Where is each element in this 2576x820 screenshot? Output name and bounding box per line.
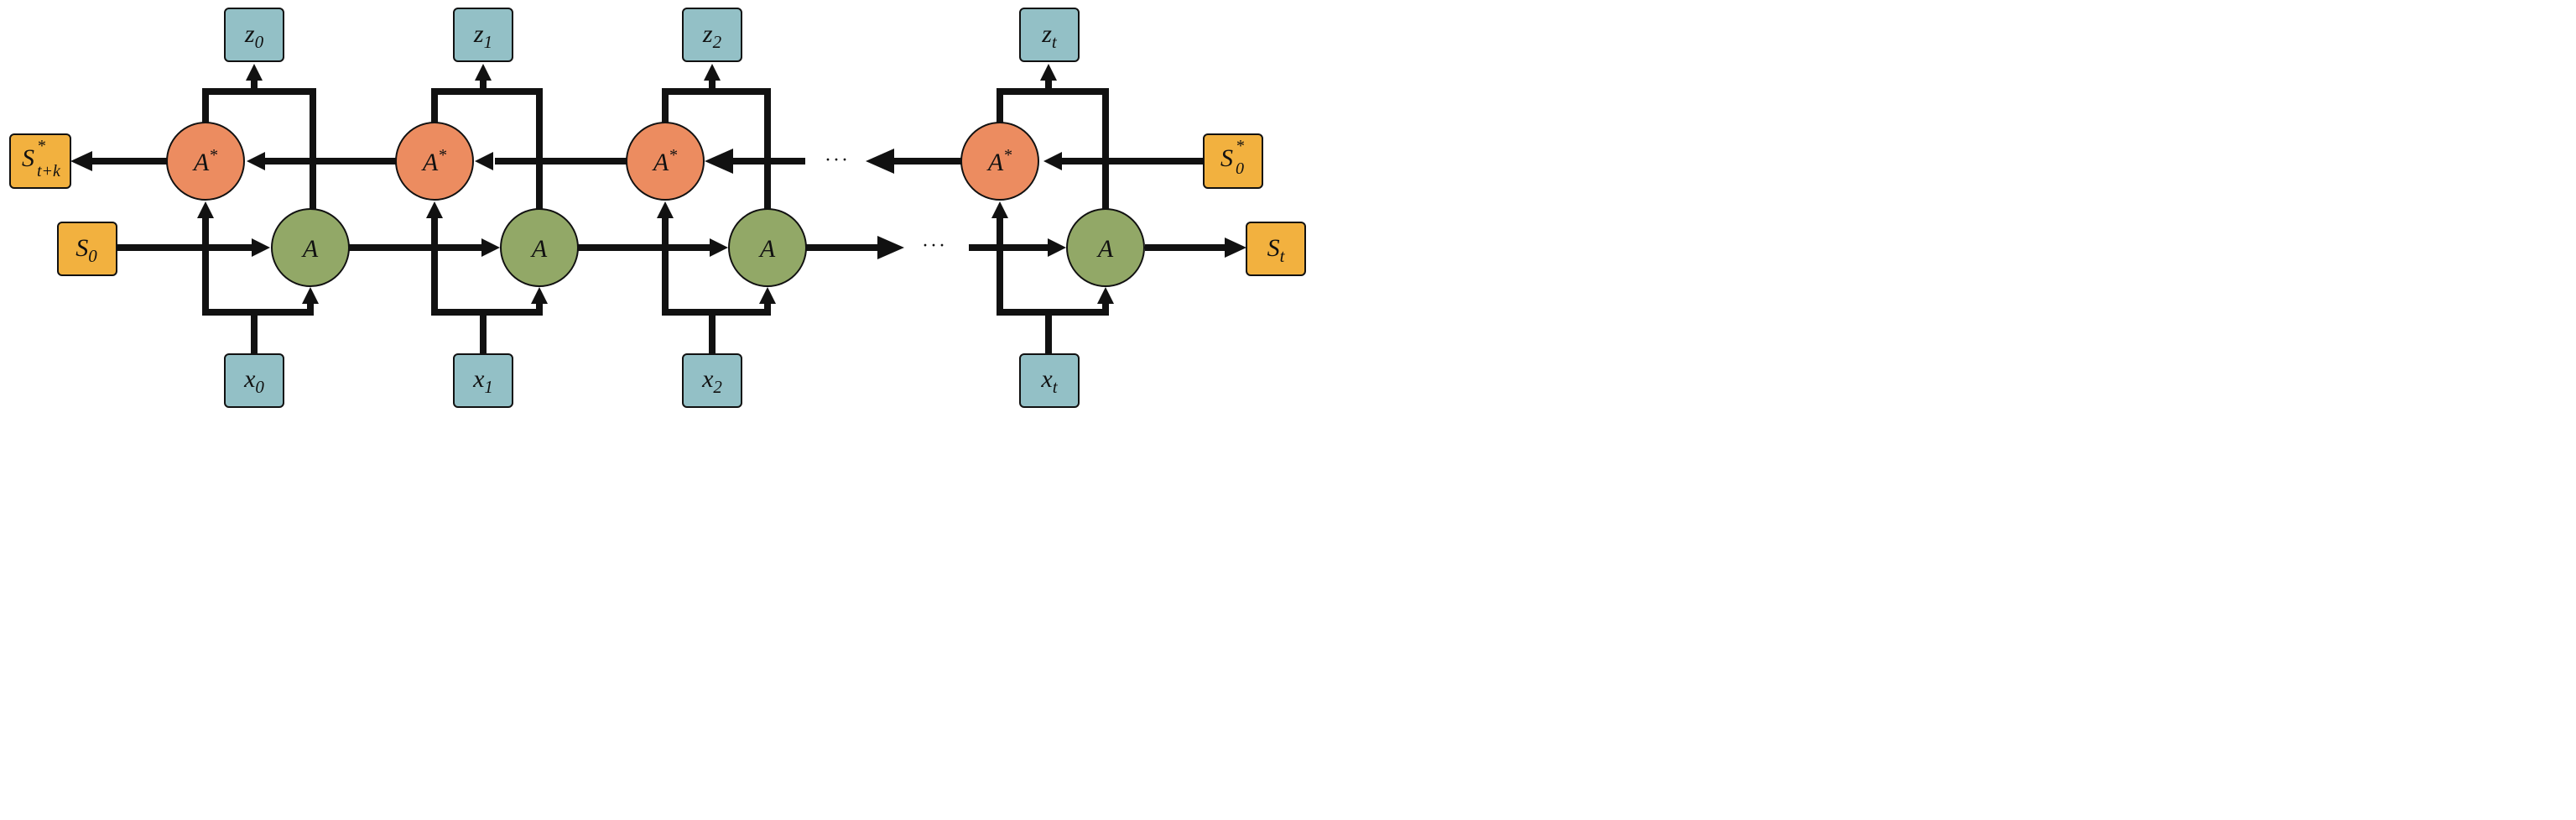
arrow-right-at	[1048, 238, 1066, 257]
output-label-0: z0	[244, 20, 264, 52]
state-boxes: S*t+k S0 S*0 St	[9, 133, 1306, 276]
forward-final-state-box	[1246, 222, 1306, 276]
forward-initial-state-label: S0	[75, 234, 97, 266]
output-merge-line-2	[662, 88, 771, 210]
arrow-up-output-2	[704, 64, 721, 81]
input-split-line-0	[202, 217, 314, 316]
backward-ellipsis: ···	[825, 149, 850, 171]
input-box-0	[224, 353, 284, 408]
arrow-right-a2	[710, 238, 728, 257]
arrow-up-output-t	[1040, 64, 1057, 81]
arrow-up-forward-0	[302, 287, 319, 304]
input-split-line-2	[662, 217, 771, 316]
output-label-2: z2	[702, 20, 722, 52]
output-label-1: z1	[473, 20, 492, 52]
forward-initial-state-box	[57, 222, 117, 276]
arrowheads	[70, 64, 1246, 304]
input-label-1: x1	[472, 365, 493, 397]
input-label-t: xt	[1040, 365, 1058, 397]
backward-cell-label-1: A*	[421, 146, 446, 176]
arrow-right-dots	[877, 236, 904, 259]
arrow-right-st	[1225, 238, 1246, 258]
arrow-left-stk	[70, 151, 92, 171]
input-label-0: x0	[243, 365, 264, 397]
forward-cell-1	[500, 208, 579, 287]
input-split-line-t	[997, 217, 1109, 316]
connection-lines	[88, 76, 1230, 354]
backward-final-state-label: S*t+k	[22, 137, 61, 180]
backward-cell-label-2: A*	[652, 146, 677, 176]
forward-cell-label-0: A	[301, 235, 319, 263]
input-box-2	[682, 353, 742, 408]
column-t: zt A* A xt	[960, 8, 1145, 408]
output-box-0	[224, 8, 284, 62]
column-2: z2 A* A x2	[626, 8, 807, 408]
input-box-1	[453, 353, 513, 408]
output-label-t: zt	[1041, 20, 1058, 52]
input-label-2: x2	[701, 365, 722, 397]
arrow-up-backward-1	[426, 201, 443, 218]
arrow-left-a0	[247, 152, 265, 170]
backward-cell-label-0: A*	[192, 146, 217, 176]
arrow-up-backward-t	[991, 201, 1008, 218]
forward-ellipsis: ···	[922, 235, 947, 257]
output-merge-line-1	[431, 88, 543, 210]
arrow-left-dots	[866, 149, 894, 174]
backward-final-state-box	[9, 133, 71, 189]
forward-cell-label-t: A	[1096, 235, 1114, 263]
forward-cell-2	[728, 208, 807, 287]
forward-final-state-label: St	[1267, 234, 1286, 266]
arrow-up-output-0	[246, 64, 263, 81]
arrow-up-forward-2	[759, 287, 776, 304]
output-box-t	[1019, 8, 1080, 62]
output-merge-line-0	[202, 88, 316, 210]
backward-initial-state-box	[1203, 133, 1263, 189]
backward-cell-2	[626, 122, 705, 201]
backward-cell-0	[166, 122, 245, 201]
arrow-right-a0	[252, 238, 270, 257]
backward-initial-state-label: S*0	[1220, 137, 1244, 178]
forward-cell-label-1: A	[530, 235, 548, 263]
forward-cell-0	[271, 208, 350, 287]
column-1: z1 A* A x1	[395, 8, 579, 408]
arrow-up-output-1	[475, 64, 492, 81]
column-0: z0 A* A x0	[166, 8, 350, 408]
arrow-left-a2	[705, 149, 733, 174]
output-box-2	[682, 8, 742, 62]
input-box-t	[1019, 353, 1080, 408]
input-split-line-1	[431, 217, 543, 316]
arrow-left-at	[1043, 152, 1062, 170]
backward-cell-t	[960, 122, 1039, 201]
forward-cell-label-2: A	[758, 235, 776, 263]
output-merge-line-t	[997, 88, 1109, 210]
arrow-up-forward-1	[531, 287, 548, 304]
arrow-up-backward-0	[197, 201, 214, 218]
arrow-up-forward-t	[1097, 287, 1114, 304]
backward-cell-label-t: A*	[986, 146, 1012, 176]
arrow-left-a1	[475, 152, 493, 170]
output-box-1	[453, 8, 513, 62]
arrow-right-a1	[481, 238, 500, 257]
arrow-up-backward-2	[657, 201, 674, 218]
forward-cell-t	[1066, 208, 1145, 287]
backward-cell-1	[395, 122, 474, 201]
